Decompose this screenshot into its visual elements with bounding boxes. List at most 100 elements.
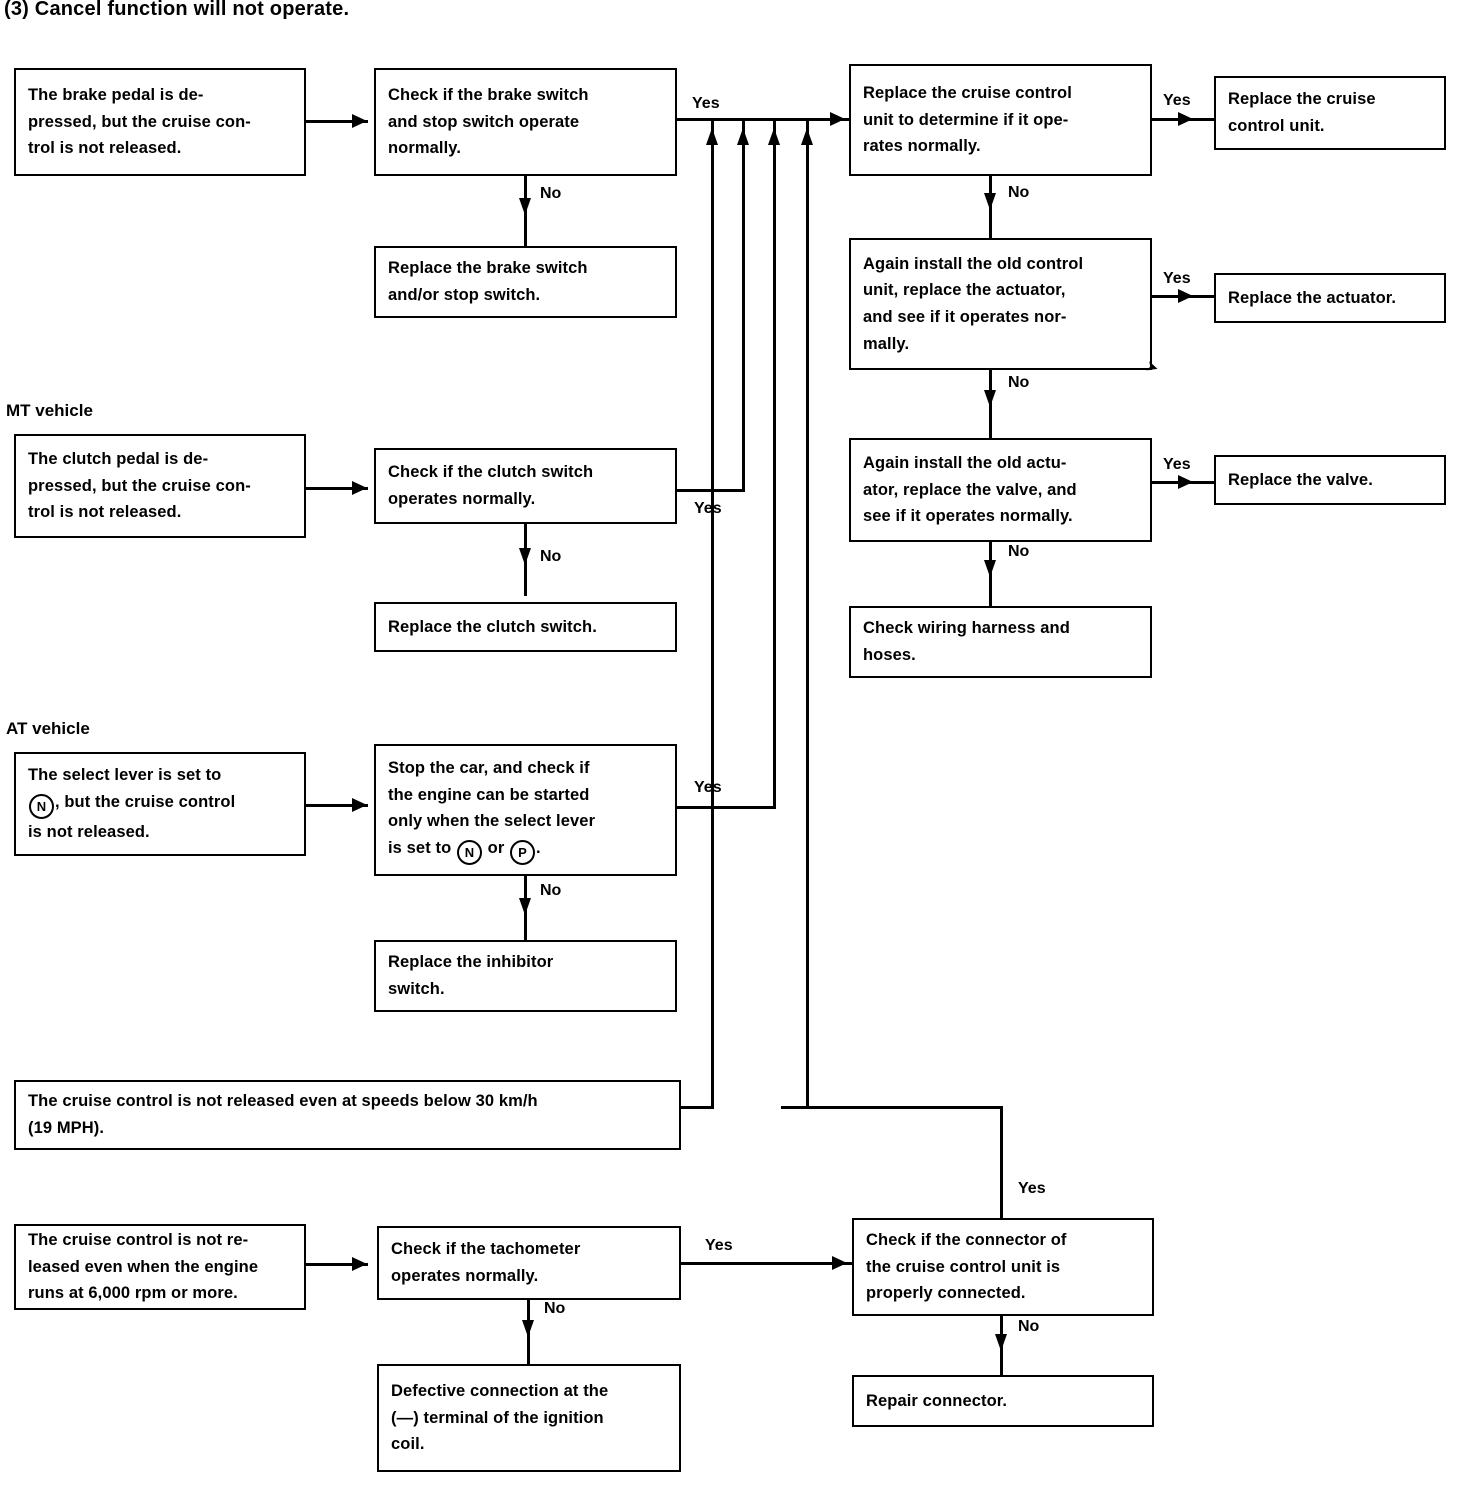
edge-label-yes-clutch: Yes [694,500,722,517]
box-connector-repair-text: Repair connector. [866,1391,1008,1410]
box-brake-check-text: Check if the brake switch and stop switc… [388,85,589,158]
edge-label-yes-tacho: Yes [705,1237,733,1254]
connector-brake-symptom-to-check [306,120,368,123]
box-select-symptom-line2: , but the cruise control [55,793,236,811]
edge-label-no-cc-unit: No [1008,184,1030,201]
arrow-right-icon [832,1255,847,1270]
box-select-check-line3: only when the select lever [388,812,596,831]
box-clutch-replace-text: Replace the clutch switch. [388,617,597,636]
arrow-up-icon [801,128,813,145]
box-clutch-symptom[interactable]: The clutch pedal is de- pressed, but the… [14,434,306,538]
arrow-down-icon [519,548,531,565]
arrow-down-icon [984,390,996,407]
box-select-check-or: or [487,839,505,858]
box-brake-replace[interactable]: Replace the brake switch and/or stop swi… [374,246,677,318]
box-actuator-replace[interactable]: Replace the actuator. [1214,273,1446,323]
box-inhibitor-replace-text: Replace the inhibitor switch. [388,953,554,998]
box-cc-unit-replace[interactable]: Replace the cruise control unit. [1214,76,1446,150]
section-label-mt: MT vehicle [6,401,93,420]
section-label-at: AT vehicle [6,719,90,738]
edge-label-no-select: No [540,882,562,899]
box-speed-symptom-text: The cruise control is not released even … [28,1092,538,1137]
page-title: (3) Cancel function will not operate. [4,0,350,20]
box-tacho-check-text: Check if the tachometer operates normall… [391,1240,581,1285]
connector-tacho-check-yes [681,1262,854,1265]
box-brake-symptom[interactable]: The brake pedal is de- pressed, but the … [14,68,306,176]
box-select-symptom[interactable]: The select lever is set to N, but the cru… [14,752,306,856]
arrow-right-icon [352,1256,367,1271]
box-select-symptom-line3: is not released. [28,823,150,841]
box-clutch-symptom-text: The clutch pedal is de- pressed, but the… [28,449,251,522]
box-select-symptom-text: The select lever is set to N, but the cru… [28,762,235,845]
edge-label-no-connector: No [1018,1318,1040,1335]
box-wiring-check[interactable]: Check wiring harness and hoses. [849,606,1152,678]
arrow-down-icon [995,1334,1007,1351]
box-rpm-symptom-text: The cruise control is not re- leased eve… [28,1230,259,1303]
connector-speed-up-v [711,120,714,1108]
box-actuator-check[interactable]: Again install the old control unit, repl… [849,238,1152,370]
box-clutch-replace[interactable]: Replace the clutch switch. [374,602,677,652]
box-clutch-check-text: Check if the clutch switch operates norm… [388,463,594,508]
edge-label-no-tacho: No [544,1300,566,1317]
arrow-right-icon [1178,111,1193,126]
arrow-up-icon [706,128,718,145]
connector-speed-right-v [1000,1106,1003,1218]
connector-select-check-yes-h [677,806,776,809]
connector-junction-4th-v [806,120,809,1108]
edge-label-yes-speed: Yes [1018,1180,1046,1197]
box-speed-symptom[interactable]: The cruise control is not released even … [14,1080,681,1150]
arrow-right-icon [1178,288,1193,303]
edge-label-no-actuator: No [1008,374,1030,391]
box-ignition-defect[interactable]: Defective connection at the (—) terminal… [377,1364,681,1472]
box-cc-unit-check[interactable]: Replace the cruise control unit to deter… [849,64,1152,176]
edge-label-no-clutch: No [540,548,562,565]
connector-clutch-check-yes-v [742,120,745,491]
box-rpm-symptom[interactable]: The cruise control is not re- leased eve… [14,1224,306,1310]
connector-speed-right-h [781,1106,1003,1109]
gear-n-icon: N [29,794,54,819]
box-select-check-line1: Stop the car, and check if [388,758,590,777]
box-brake-replace-text: Replace the brake switch and/or stop swi… [388,259,588,304]
arrow-down-icon [984,560,996,577]
gear-n-icon: N [456,840,482,866]
arrow-down-icon [519,198,531,215]
connector-rpm-symptom-to-check [306,1263,368,1266]
box-tacho-check[interactable]: Check if the tachometer operates normall… [377,1226,681,1300]
gear-p-icon: P [510,840,536,866]
edge-label-yes-cc-unit: Yes [1163,92,1191,109]
box-connector-repair[interactable]: Repair connector. [852,1375,1154,1427]
arrow-right-icon [352,797,367,812]
box-inhibitor-replace[interactable]: Replace the inhibitor switch. [374,940,677,1012]
connector-clutch-symptom-to-check [306,487,368,490]
arrow-up-icon [768,128,780,145]
arrow-right-icon [1178,474,1193,489]
arrow-down-icon [522,1320,534,1337]
connector-select-check-yes-v [773,120,776,808]
arrow-down-icon [984,193,996,210]
box-connector-check-text: Check if the connector of the cruise con… [866,1230,1067,1303]
connector-speed-to-4th-v [781,1106,809,1109]
connector-select-symptom-to-check [306,804,368,807]
edge-label-no-brake: No [540,185,562,202]
box-select-symptom-line1: The select lever is set to [28,766,222,785]
box-connector-check[interactable]: Check if the connector of the cruise con… [852,1218,1154,1316]
box-select-check-line4a: is set to [388,839,452,858]
arrow-right-icon [830,111,845,126]
box-valve-replace[interactable]: Replace the valve. [1214,455,1446,505]
box-actuator-check-text: Again install the old control unit, repl… [863,254,1084,353]
box-cc-unit-replace-text: Replace the cruise control unit. [1228,90,1376,135]
box-wiring-check-text: Check wiring harness and hoses. [863,619,1070,664]
box-clutch-check[interactable]: Check if the clutch switch operates norm… [374,448,677,524]
edge-label-yes-select: Yes [694,779,722,796]
edge-label-yes-valve: Yes [1163,456,1191,473]
box-valve-check[interactable]: Again install the old actu- ator, replac… [849,438,1152,542]
box-actuator-replace-text: Replace the actuator. [1228,288,1397,307]
edge-label-yes-brake: Yes [692,95,720,112]
box-brake-check[interactable]: Check if the brake switch and stop switc… [374,68,677,176]
edge-label-yes-actuator: Yes [1163,270,1191,287]
box-valve-check-text: Again install the old actu- ator, replac… [863,453,1077,526]
edge-label-no-valve: No [1008,543,1030,560]
